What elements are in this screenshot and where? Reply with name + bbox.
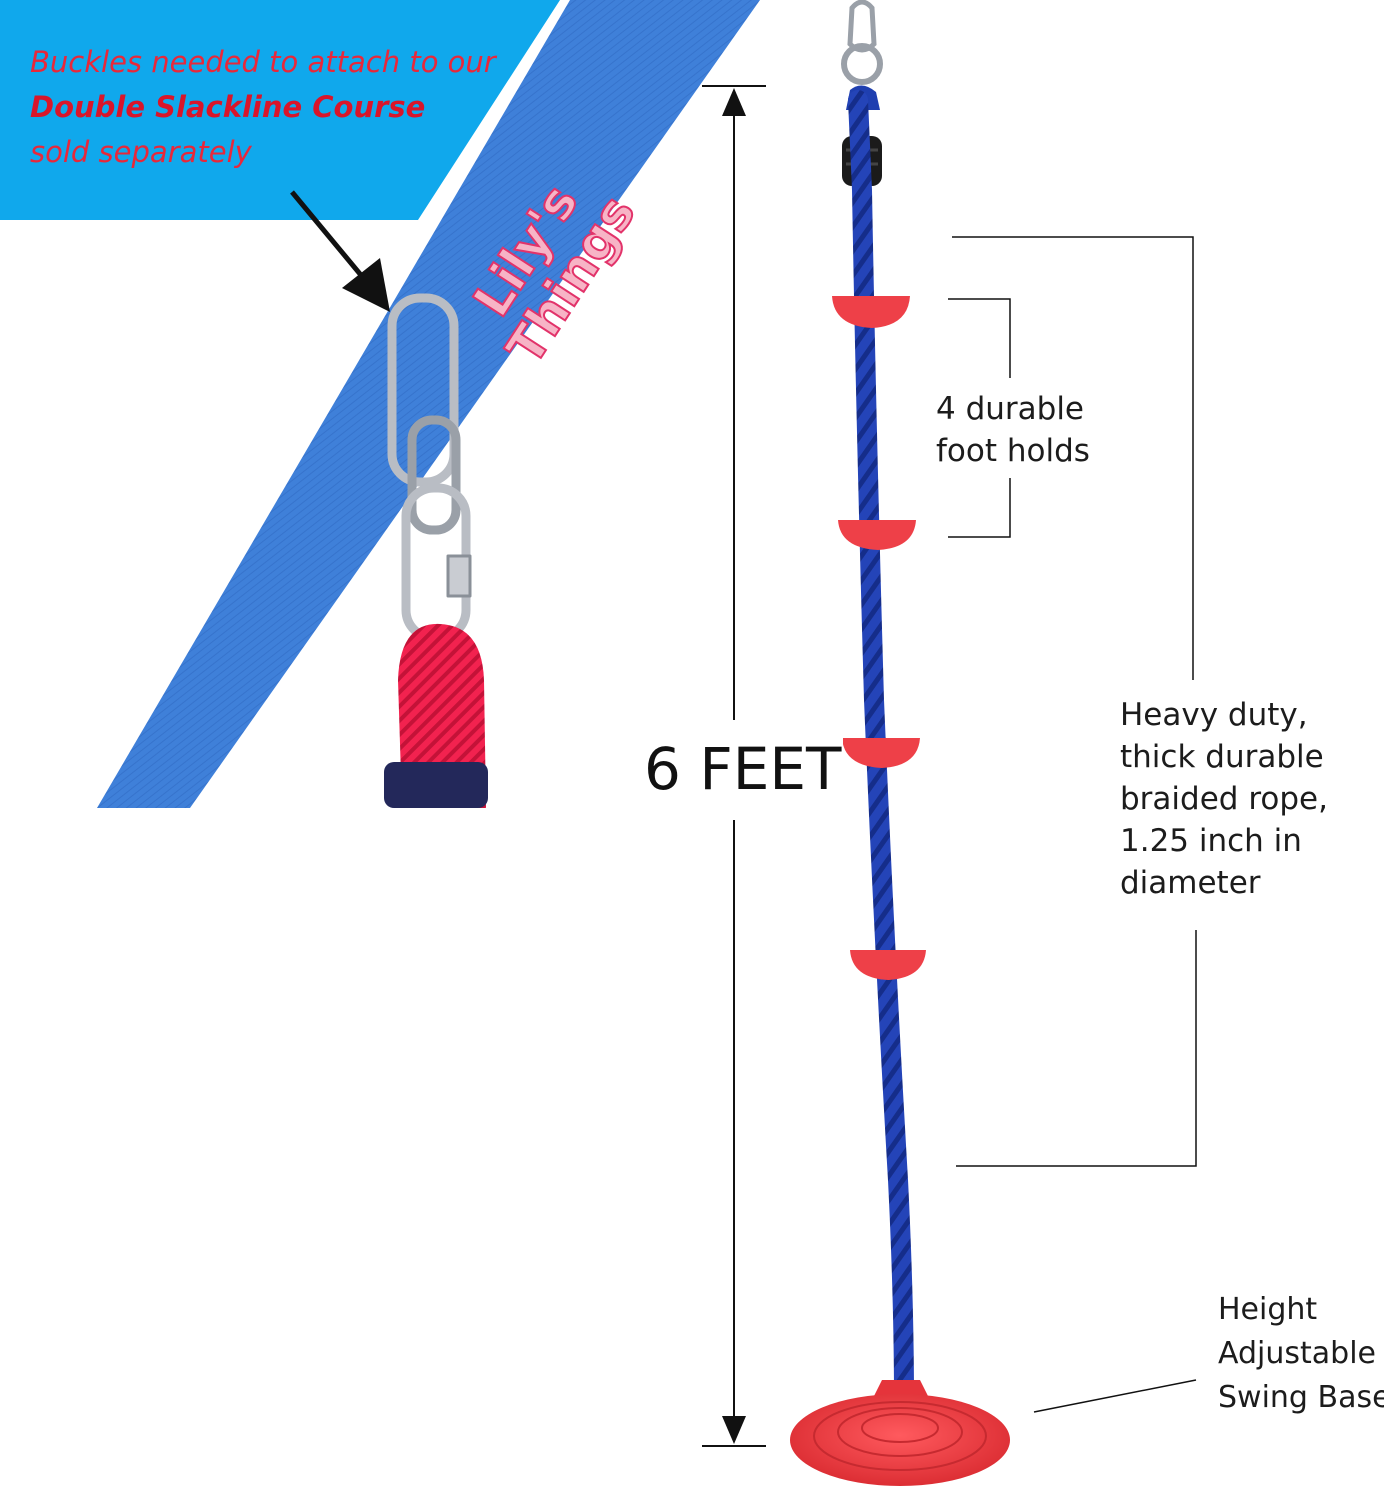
swing-base: [790, 1380, 1010, 1486]
foot-hold: [832, 296, 910, 328]
slackline-strap: [97, 0, 760, 808]
swing-base-label: Height Adjustable Swing Base: [1218, 1288, 1384, 1420]
climbing-rope: [848, 90, 914, 1410]
swivel-hook-icon: [841, 0, 883, 85]
dimension-arrow-icon: [702, 85, 766, 1447]
foot-holds-label: 4 durable foot holds: [936, 388, 1090, 472]
height-label: 6 FEET: [642, 735, 844, 803]
callout-line-1: Buckles needed to attach to our: [30, 45, 496, 79]
callout-background: [0, 0, 560, 220]
rope-label-line: 1.25 inch in: [1120, 823, 1302, 859]
callout-text: Buckles needed to attach to our Double S…: [30, 40, 510, 175]
rope-label: Heavy duty, thick durable braided rope, …: [1120, 694, 1328, 904]
callout-line-3: sold separately: [30, 135, 252, 169]
rope-label-line: thick durable: [1120, 739, 1324, 775]
foot-hold: [850, 950, 926, 980]
rope-sleeve: [384, 762, 488, 808]
foot-hold: [838, 520, 916, 550]
foot-holds-bracket: [948, 298, 1011, 538]
rope-bracket: [952, 236, 1197, 1167]
arrow-icon: [290, 190, 390, 312]
rope-label-line: braided rope,: [1120, 781, 1328, 817]
swing-base-label-line: Height: [1218, 1292, 1318, 1327]
swing-base-pointer: [1033, 1379, 1197, 1413]
callout-product-name: Double Slackline Course: [30, 90, 426, 124]
foot-holds-label-line: 4 durable: [936, 391, 1085, 427]
foot-hold: [842, 738, 920, 768]
rope-loop: [398, 623, 486, 808]
foot-holds: [832, 296, 926, 980]
rope-label-line: diameter: [1120, 865, 1261, 901]
foot-holds-label-line: foot holds: [936, 433, 1090, 469]
swing-base-label-line: Swing Base: [1218, 1380, 1384, 1415]
swing-base-label-line: Adjustable: [1218, 1336, 1376, 1371]
rope-label-line: Heavy duty,: [1120, 697, 1308, 733]
